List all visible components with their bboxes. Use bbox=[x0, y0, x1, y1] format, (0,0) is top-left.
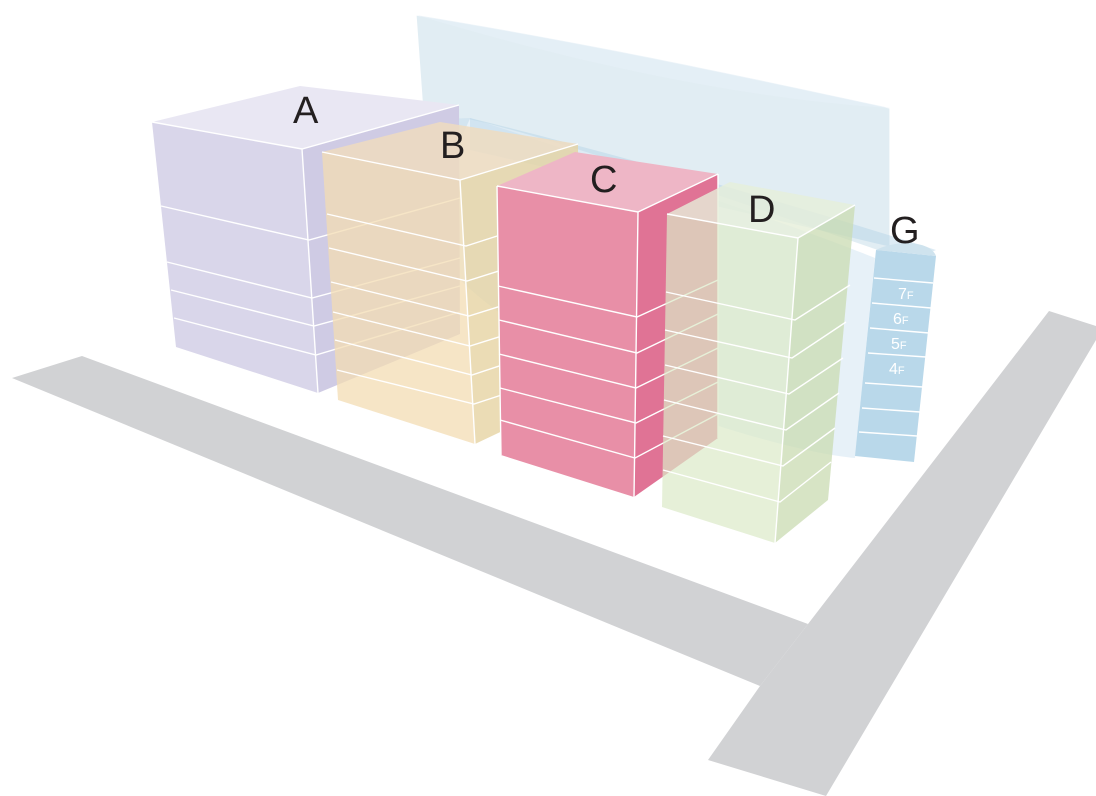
label-c: C bbox=[590, 159, 617, 201]
building-g-block-top bbox=[876, 243, 936, 256]
building-a-floorlines bbox=[160, 197, 461, 356]
floor-4-num: 4 bbox=[889, 361, 898, 378]
floor-5-suffix: F bbox=[900, 340, 907, 352]
floor-7-suffix: F bbox=[907, 290, 914, 302]
road-vertical bbox=[708, 311, 1096, 796]
floor-label-5f: 5F bbox=[891, 336, 907, 353]
label-g: G bbox=[890, 210, 920, 252]
label-b: B bbox=[440, 125, 465, 167]
floor-6-suffix: F bbox=[902, 315, 909, 327]
floor-label-6f: 6F bbox=[893, 311, 909, 328]
floor-label-4f: 4F bbox=[889, 361, 905, 378]
building-g-block bbox=[855, 243, 936, 462]
building-d-side bbox=[775, 205, 855, 543]
building-c-roof bbox=[497, 152, 718, 212]
building-g-tower-roof bbox=[416, 15, 890, 108]
building-d-floorlines bbox=[662, 284, 851, 503]
building-d-edges bbox=[666, 204, 856, 544]
road-horizontal bbox=[12, 356, 808, 686]
building-b-edges bbox=[321, 143, 579, 445]
building-c-floorlines bbox=[497, 279, 719, 459]
floor-labels: 7F 6F 5F 4F bbox=[889, 286, 914, 378]
building-d-front bbox=[662, 214, 798, 543]
building-d bbox=[662, 182, 856, 544]
building-a-front bbox=[152, 122, 318, 393]
building-c-edges bbox=[496, 173, 719, 498]
floor-4-suffix: F bbox=[898, 365, 905, 377]
building-b-roof bbox=[322, 122, 578, 180]
floor-7-num: 7 bbox=[898, 286, 907, 303]
roads bbox=[12, 311, 1096, 796]
floor-6-num: 6 bbox=[893, 311, 902, 328]
label-a: A bbox=[293, 90, 319, 132]
building-d-roof bbox=[667, 182, 855, 238]
label-d: D bbox=[748, 189, 775, 231]
building-c-front bbox=[497, 186, 638, 497]
building-a-edges bbox=[151, 104, 460, 394]
floor-label-7f: 7F bbox=[898, 286, 914, 303]
building-labels: A B C D G bbox=[293, 90, 920, 252]
building-g-floorlines bbox=[858, 277, 934, 437]
building-b-floorlines bbox=[326, 209, 579, 405]
building-a-roof bbox=[152, 86, 459, 149]
floor-5-num: 5 bbox=[891, 336, 900, 353]
